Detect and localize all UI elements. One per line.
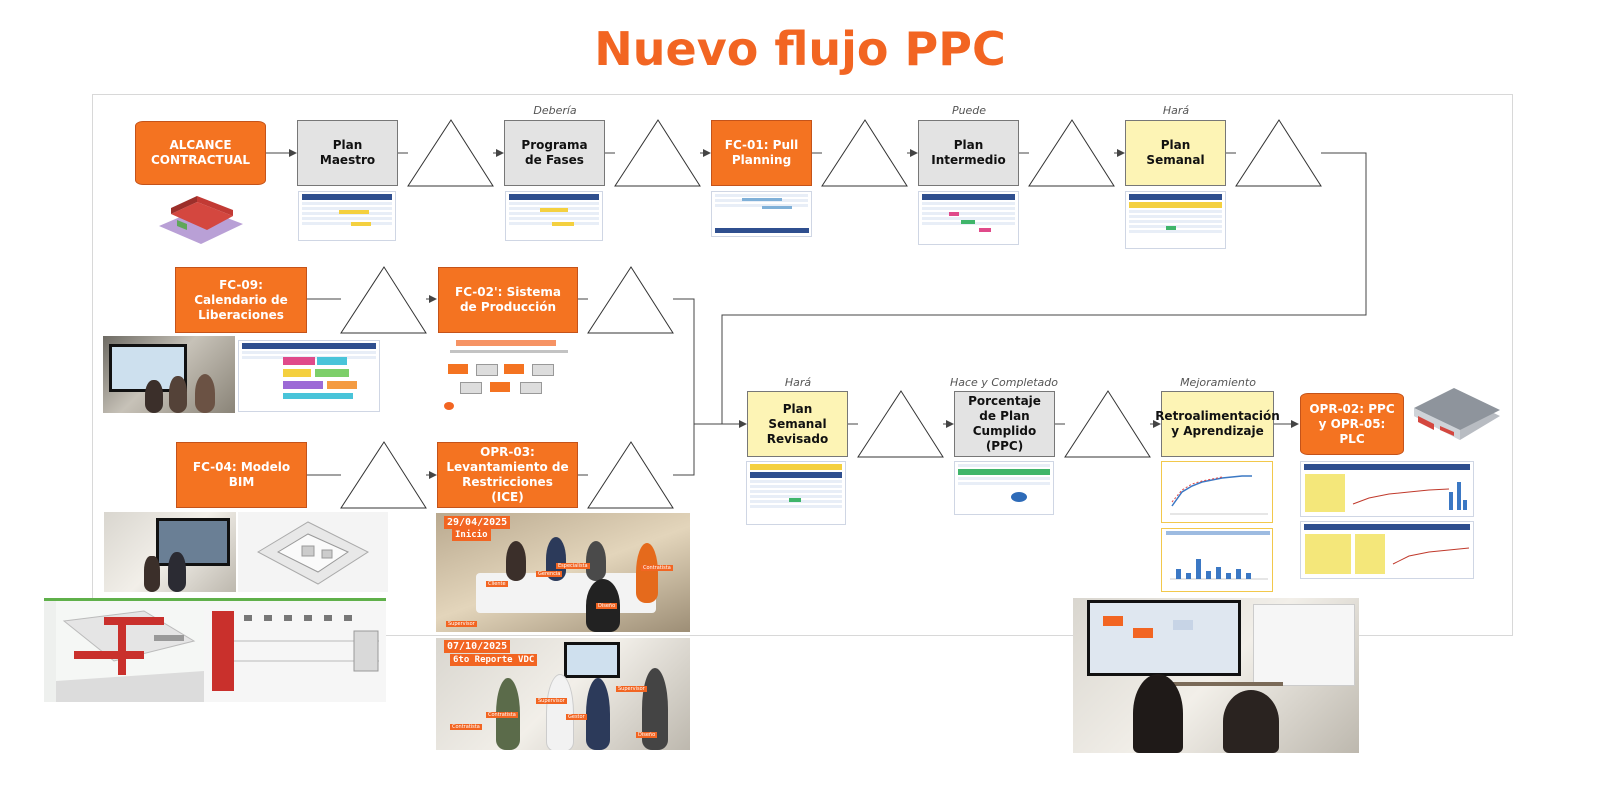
plan-maestro-box: Plan Maestro <box>297 120 398 186</box>
modelo-bim-box: FC-04: Modelo BIM <box>176 442 307 508</box>
inventory-triangle <box>587 266 674 334</box>
inventory-triangle <box>857 390 944 458</box>
retro-curve-chart-thumbnail <box>1161 461 1273 523</box>
plan-semanal-revisado-thumbnail <box>746 461 846 525</box>
inventory-triangle <box>614 119 701 187</box>
programa-fases-thumbnail <box>505 191 603 241</box>
levantamiento-restricciones-box: OPR-03: Levantamiento de Restricciones (… <box>437 442 578 508</box>
alcance-contractual-box: ALCANCE CONTRACTUAL <box>135 121 266 185</box>
pull-planning-box: FC-01: Pull Planning <box>711 120 812 186</box>
bim-mep-model-left <box>44 598 204 702</box>
opr-plc-report-thumbnail <box>1300 521 1474 579</box>
ppc-thumbnail <box>954 461 1054 515</box>
note-hara: Hará <box>1162 104 1190 117</box>
bim-mep-model-right <box>204 598 386 702</box>
bim-meeting-photo <box>104 512 236 592</box>
date-tag-reporte: 07/10/2025 <box>444 640 511 653</box>
bim-model-render <box>238 512 388 592</box>
building-model-image <box>159 196 243 244</box>
building-model-final-image <box>1414 388 1500 440</box>
plan-intermedio-thumbnail <box>918 191 1019 245</box>
note-deberia: Debería <box>533 104 577 117</box>
programa-fases-box: Programa de Fases <box>504 120 605 186</box>
plan-semanal-thumbnail <box>1125 191 1226 249</box>
calendario-liberaciones-thumbnail <box>238 340 380 412</box>
inventory-triangle <box>821 119 908 187</box>
retroalimentacion-box: Retroalimentación y Aprendizaje <box>1155 391 1280 457</box>
meeting-photo-inicio: Cliente Gerencia Especialista Contratist… <box>436 513 690 632</box>
note-mejoramiento: Mejoramiento <box>1180 376 1256 389</box>
label-tag-inicio: Inicio <box>452 529 491 541</box>
inventory-triangle <box>1028 119 1115 187</box>
pull-planning-thumbnail <box>711 191 812 237</box>
retro-bar-chart-thumbnail <box>1161 528 1273 592</box>
note-puede: Puede <box>951 104 987 117</box>
page-title: Nuevo flujo PPC <box>594 22 1006 76</box>
inventory-triangle <box>1235 119 1322 187</box>
label-tag-reporte: 6to Reporte VDC <box>450 654 538 666</box>
sistema-produccion-thumbnail <box>440 336 578 413</box>
opr-ppc-plc-box: OPR-02: PPC y OPR-05: PLC <box>1300 393 1404 455</box>
plan-semanal-box: Plan Semanal <box>1125 120 1226 186</box>
opr-ppc-report-thumbnail <box>1300 461 1474 517</box>
calendario-meeting-photo <box>103 336 235 413</box>
inventory-triangle <box>587 441 674 509</box>
note-hara-revisado: Hará <box>784 376 812 389</box>
team-review-photo <box>1073 598 1359 753</box>
plan-maestro-thumbnail <box>298 191 396 241</box>
calendario-liberaciones-box: FC-09: Calendario de Liberaciones <box>175 267 307 333</box>
plan-intermedio-box: Plan Intermedio <box>918 120 1019 186</box>
sistema-produccion-box: FC-02': Sistema de Producción <box>438 267 578 333</box>
plan-semanal-revisado-box: Plan Semanal Revisado <box>747 391 848 457</box>
inventory-triangle <box>340 441 427 509</box>
date-tag-inicio: 29/04/2025 <box>444 516 511 529</box>
inventory-triangle <box>407 119 494 187</box>
note-hace-completado: Hace y Completado <box>949 376 1059 389</box>
inventory-triangle <box>1064 390 1151 458</box>
ppc-box: Porcentaje de Plan Cumplido (PPC) <box>954 391 1055 457</box>
inventory-triangle <box>340 266 427 334</box>
